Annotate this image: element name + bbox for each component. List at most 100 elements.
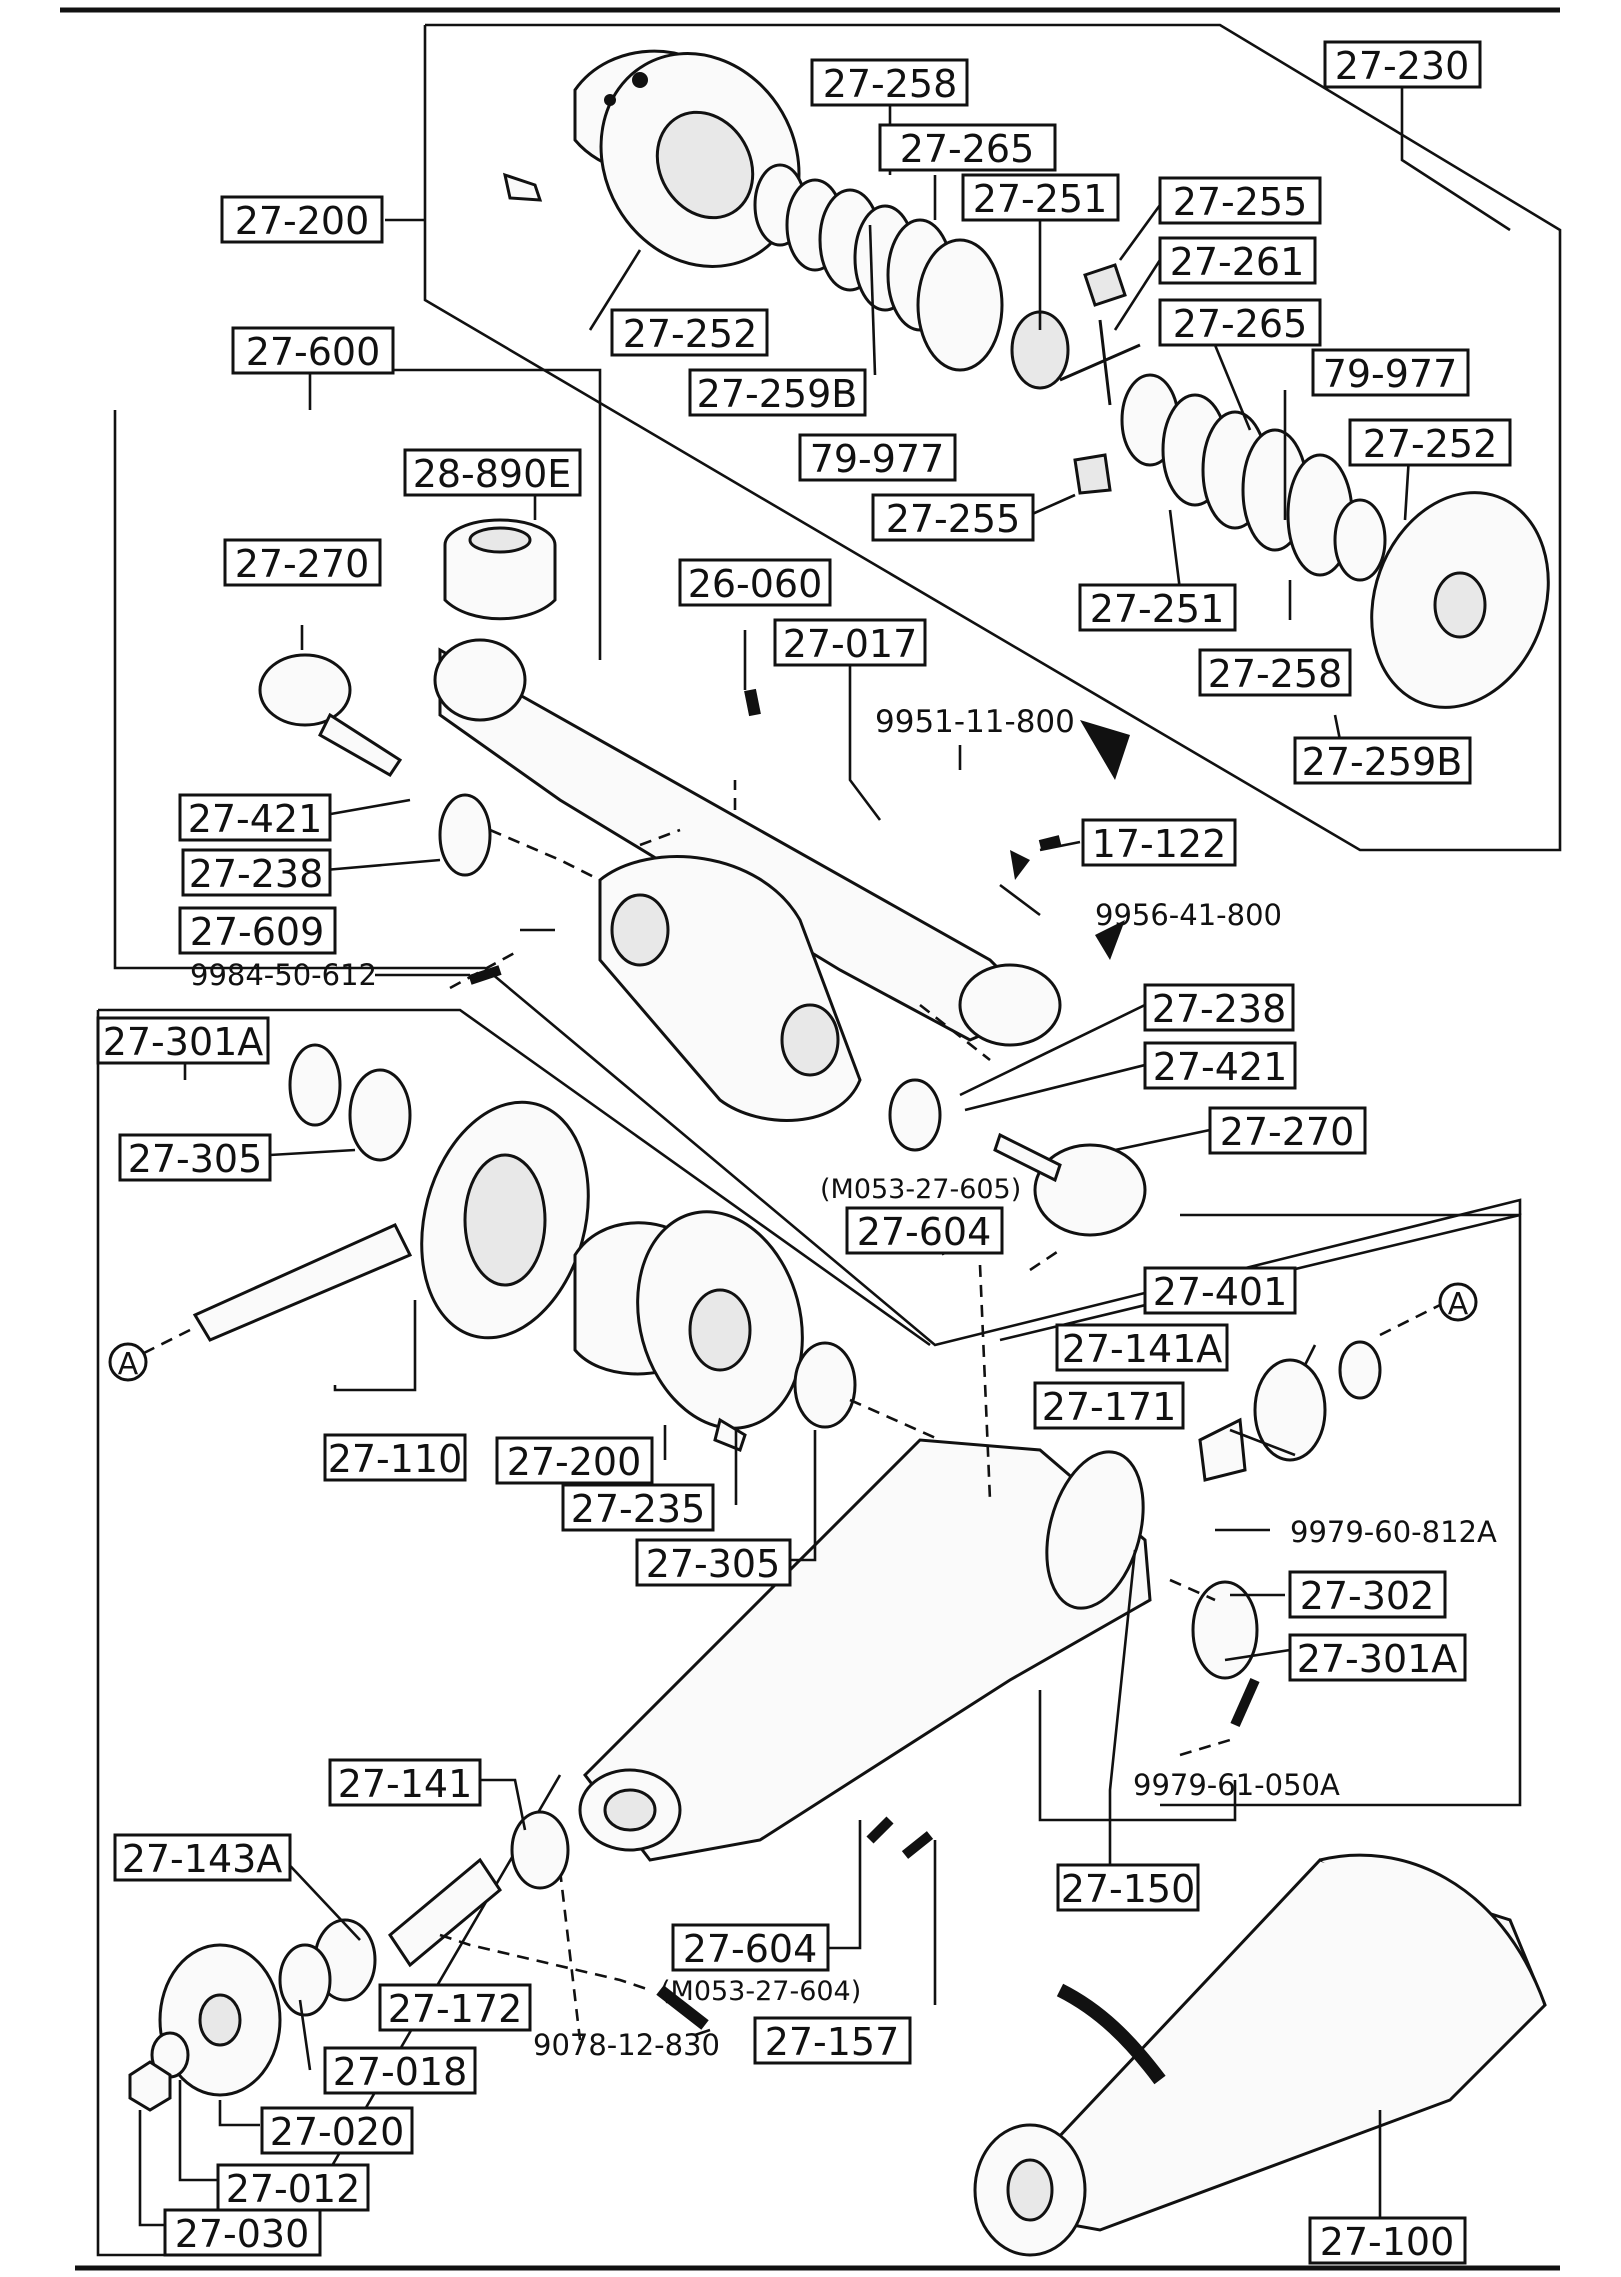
svg-text:27-259B: 27-259B	[1302, 740, 1463, 784]
svg-text:27-305: 27-305	[128, 1137, 263, 1181]
svg-text:28-890E: 28-890E	[413, 452, 572, 496]
callout-27-235: 27-235	[561, 1483, 715, 1532]
svg-text:27-251: 27-251	[1090, 587, 1225, 631]
svg-text:27-401: 27-401	[1153, 1270, 1288, 1314]
svg-text:27-301A: 27-301A	[103, 1020, 264, 1064]
callout-27-258-top: 27-258	[810, 58, 969, 107]
callout-27-270-left: 27-270	[223, 538, 382, 587]
callout-27-150: 27-150	[1056, 1863, 1200, 1912]
callout-17-122: 17-122	[1081, 818, 1237, 867]
arrow-3	[1080, 720, 1130, 780]
left-group-top	[98, 1008, 931, 1347]
callout-79-977-right: 79-977	[1311, 348, 1470, 397]
arrow-2	[1056, 1983, 1166, 2085]
main-housing-drawing	[578, 1438, 1152, 1862]
svg-text:27-604: 27-604	[683, 1927, 818, 1971]
svg-text:27-600: 27-600	[246, 330, 381, 374]
bearings-right-drawing	[1191, 1340, 1382, 1680]
callout-27-301a-right: 27-301A	[1288, 1633, 1467, 1682]
svg-text:27-235: 27-235	[571, 1487, 706, 1531]
callout-27-252-left: 27-252	[610, 308, 769, 357]
svg-text:27-252: 27-252	[1363, 422, 1498, 466]
callout-27-017: 27-017	[773, 618, 927, 667]
label-9956-41-800: 9956-41-800	[1095, 898, 1282, 932]
svg-text:27-265: 27-265	[900, 127, 1035, 171]
svg-text:79-977: 79-977	[1323, 352, 1458, 396]
svg-text:27-609: 27-609	[190, 910, 325, 954]
callout-27-252-right: 27-252	[1348, 418, 1512, 467]
callout-27-143a: 27-143A	[113, 1833, 292, 1882]
callout-27-261: 27-261	[1158, 236, 1317, 285]
differential-cover-drawing	[1370, 491, 1550, 709]
svg-text:27-301A: 27-301A	[1297, 1637, 1458, 1681]
callout-26-060: 26-060	[678, 558, 832, 607]
svg-text:27-110: 27-110	[328, 1437, 463, 1481]
callout-27-270-right: 27-270	[1208, 1106, 1367, 1155]
svg-text:27-421: 27-421	[1153, 1045, 1288, 1089]
callout-79-977-left: 79-977	[798, 433, 957, 482]
svg-text:A: A	[1448, 1287, 1469, 1322]
callout-27-172: 27-172	[378, 1983, 532, 2032]
svg-text:27-252: 27-252	[623, 312, 758, 356]
callout-27-301a-left: 27-301A	[96, 1016, 270, 1065]
svg-text:27-270: 27-270	[235, 542, 370, 586]
callout-27-238-right: 27-238	[1143, 983, 1295, 1032]
svg-text:27-270: 27-270	[1220, 1110, 1355, 1154]
label-9984-50-612: 9984-50-612	[190, 958, 377, 992]
leader-lines	[138, 85, 1511, 2227]
callout-27-255-top: 27-255	[1158, 176, 1322, 225]
svg-text:26-060: 26-060	[688, 562, 823, 606]
callout-28-890e: 28-890E	[403, 448, 582, 497]
svg-text:27-238: 27-238	[189, 852, 324, 896]
callout-27-141a: 27-141A	[1055, 1323, 1229, 1372]
svg-text:27-143A: 27-143A	[122, 1837, 283, 1881]
callout-27-030: 27-030	[163, 2208, 322, 2257]
callout-27-302: 27-302	[1288, 1570, 1447, 1619]
callout-27-171: 27-171	[1033, 1381, 1185, 1430]
flange-left-drawing	[258, 653, 492, 877]
callout-27-018: 27-018	[323, 2046, 477, 2095]
svg-text:27-265: 27-265	[1173, 302, 1308, 346]
callout-27-604-top: 27-604	[845, 1206, 1004, 1255]
callout-27-251-top: 27-251	[961, 173, 1120, 222]
svg-text:79-977: 79-977	[810, 437, 945, 481]
label-m053-27-605: (M053-27-605)	[820, 1174, 1021, 1205]
label-m053-27-604: (M053-27-604)	[660, 1976, 861, 2007]
svg-text:27-100: 27-100	[1320, 2220, 1455, 2264]
svg-text:27-258: 27-258	[1208, 652, 1343, 696]
callout-27-200-bottom: 27-200	[495, 1436, 654, 1485]
svg-text:A: A	[118, 1347, 139, 1382]
axle-group-outline	[113, 410, 1522, 1347]
svg-text:27-251: 27-251	[973, 177, 1108, 221]
label-9951-11-800: 9951-11-800	[875, 704, 1075, 740]
svg-text:27-238: 27-238	[1152, 987, 1287, 1031]
pinion-shaft-drawing	[128, 1810, 570, 2112]
callout-27-110: 27-110	[323, 1433, 467, 1482]
svg-text:27-255: 27-255	[886, 497, 1021, 541]
svg-text:27-200: 27-200	[235, 199, 370, 243]
differential-case-drawing	[502, 49, 801, 268]
marker-a-left: A	[108, 1342, 148, 1382]
label-9979-61-050a: 9979-61-050A	[1133, 1768, 1340, 1802]
svg-text:27-141: 27-141	[338, 1762, 473, 1806]
svg-text:27-172: 27-172	[388, 1987, 523, 2031]
svg-text:27-150: 27-150	[1061, 1867, 1196, 1911]
callout-27-609: 27-609	[178, 906, 337, 955]
callout-27-251-bottom: 27-251	[1078, 583, 1237, 632]
guide-dash-1	[558, 1869, 582, 2041]
callout-27-238-left: 27-238	[181, 848, 332, 897]
callout-27-604-bottom: 27-604	[671, 1923, 830, 1972]
bushing-drawing	[443, 518, 557, 621]
arrow-4	[1010, 850, 1030, 880]
svg-text:27-302: 27-302	[1300, 1574, 1435, 1618]
arrow-1	[1095, 920, 1125, 960]
callout-27-305-left: 27-305	[118, 1133, 272, 1182]
callout-27-600: 27-600	[231, 326, 395, 375]
svg-text:27-200: 27-200	[507, 1440, 642, 1484]
ring-pinion-drawing	[192, 1043, 590, 1342]
svg-text:27-141A: 27-141A	[1062, 1327, 1223, 1371]
callout-27-200-top: 27-200	[220, 195, 384, 244]
svg-text:27-017: 27-017	[783, 622, 918, 666]
marker-a-right: A	[1438, 1282, 1478, 1322]
